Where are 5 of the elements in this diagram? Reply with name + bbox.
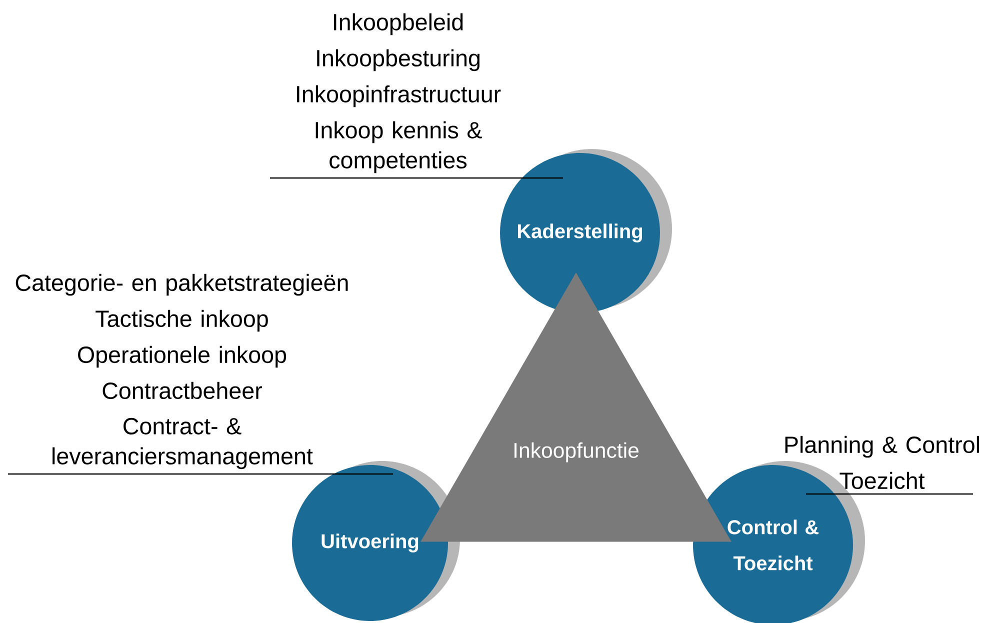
leader-line — [8, 473, 393, 475]
circle-node: Kaderstelling — [500, 149, 672, 313]
leader-line — [806, 493, 973, 495]
text-list: Inkoopbeleid Inkoopbesturing Inkoopinfrastructuur Inkoop kennis & competenties — [297, 13, 501, 174]
leader-line — [270, 177, 563, 179]
